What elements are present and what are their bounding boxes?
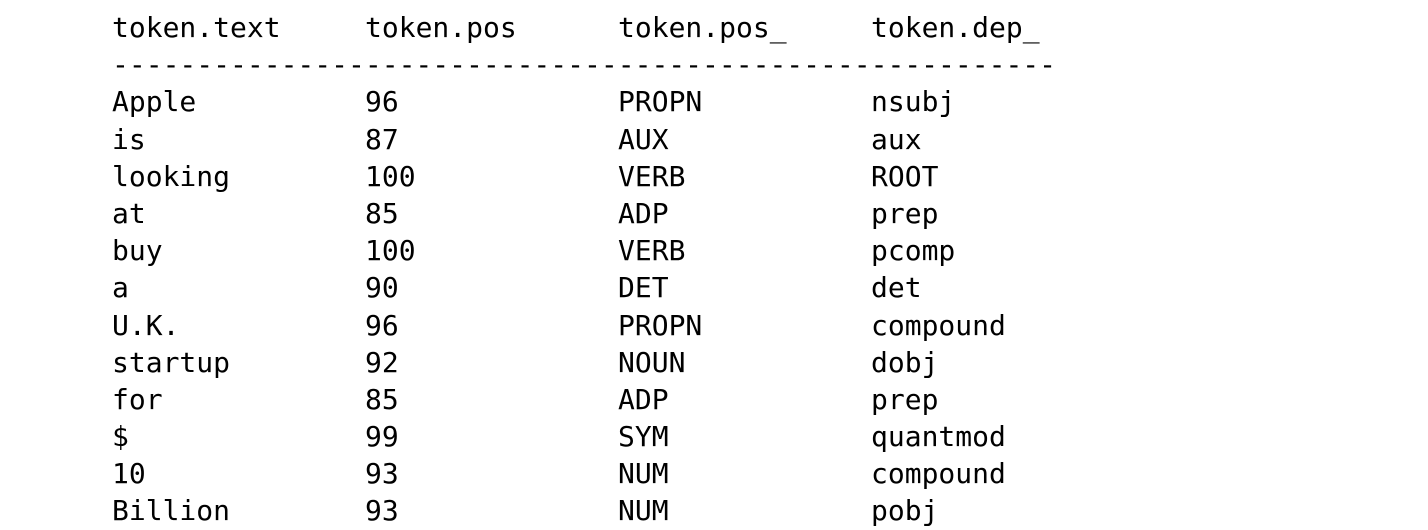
- header-row: token.text token.pos token.pos_ token.de…: [112, 9, 1131, 46]
- table-row: a 90 DET det: [112, 269, 1131, 306]
- table-row: U.K. 96 PROPN compound: [112, 307, 1131, 344]
- cell-token-pos-label: NOUN: [618, 345, 686, 379]
- cell-token-text: U.K.: [112, 308, 180, 342]
- table-row: startup 92 NOUN dobj: [112, 344, 1131, 381]
- cell-token-pos-label: SYM: [618, 420, 669, 454]
- table-row: looking 100 VERB ROOT: [112, 158, 1131, 195]
- cell-token-text: for: [112, 382, 163, 416]
- cell-token-pos: 92: [365, 345, 399, 379]
- cell-token-dep: compound: [871, 457, 1006, 491]
- cell-token-pos-label: ADP: [618, 382, 669, 416]
- cell-token-text: Billion: [112, 494, 231, 528]
- cell-token-dep: det: [871, 271, 922, 305]
- cell-token-pos: 85: [365, 382, 399, 416]
- cell-token-pos: 100: [365, 159, 416, 193]
- cell-token-text: $: [112, 420, 129, 454]
- table-row: at 85 ADP prep: [112, 195, 1131, 232]
- cell-token-pos: 85: [365, 196, 399, 230]
- cell-token-pos-label: ADP: [618, 196, 669, 230]
- header-token-text: token.text: [112, 11, 281, 44]
- table-row: $99 SYM quantmod: [112, 418, 1131, 455]
- cell-token-text: buy: [112, 234, 163, 268]
- cell-token-pos-label: PROPN: [618, 85, 703, 119]
- cell-token-dep: prep: [871, 196, 939, 230]
- separator-rule: ----------------------------------------…: [112, 48, 1057, 82]
- cell-token-text: is: [112, 122, 146, 156]
- cell-token-pos-label: DET: [618, 271, 669, 305]
- table-row: Billion 93 NUM pobj: [112, 492, 1131, 529]
- cell-token-pos-label: NUM: [618, 494, 669, 528]
- cell-token-pos-label: VERB: [618, 234, 686, 268]
- cell-token-text: at: [112, 196, 146, 230]
- cell-token-dep: quantmod: [871, 420, 1006, 454]
- table-row: is 87 AUX aux: [112, 121, 1131, 158]
- cell-token-pos: 93: [365, 494, 399, 528]
- cell-token-text: 10: [112, 457, 146, 491]
- cell-token-pos-label: PROPN: [618, 308, 703, 342]
- cell-token-dep: compound: [871, 308, 1006, 342]
- header-token-dep: token.dep_: [871, 11, 1040, 44]
- table-row: buy 100 VERB pcomp: [112, 232, 1131, 269]
- cell-token-dep: pobj: [871, 494, 939, 528]
- cell-token-pos: 90: [365, 271, 399, 305]
- cell-token-pos-label: VERB: [618, 159, 686, 193]
- cell-token-pos: 99: [365, 420, 399, 454]
- cell-token-pos-label: NUM: [618, 457, 669, 491]
- table-row: 10 93 NUM compound: [112, 455, 1131, 492]
- cell-token-dep: nsubj: [871, 85, 956, 119]
- cell-token-dep: prep: [871, 382, 939, 416]
- table-row: for 85 ADP prep: [112, 381, 1131, 418]
- cell-token-text: looking: [112, 159, 231, 193]
- header-token-pos-label: token.pos_: [618, 11, 787, 44]
- cell-token-pos: 96: [365, 308, 399, 342]
- cell-token-pos: 100: [365, 234, 416, 268]
- cell-token-text: a: [112, 271, 129, 305]
- cell-token-pos: 93: [365, 457, 399, 491]
- cell-token-dep: dobj: [871, 345, 939, 379]
- token-table: token.text token.pos token.pos_ token.de…: [112, 9, 1131, 530]
- header-token-pos: token.pos: [365, 11, 517, 44]
- cell-token-pos-label: AUX: [618, 122, 669, 156]
- cell-token-text: startup: [112, 345, 231, 379]
- cell-token-dep: aux: [871, 122, 922, 156]
- cell-token-pos: 96: [365, 85, 399, 119]
- cell-token-dep: ROOT: [871, 159, 939, 193]
- cell-token-dep: pcomp: [871, 234, 956, 268]
- cell-token-pos: 87: [365, 122, 399, 156]
- table-row: Apple 96 PROPN nsubj: [112, 83, 1131, 120]
- cell-token-text: Apple: [112, 85, 197, 119]
